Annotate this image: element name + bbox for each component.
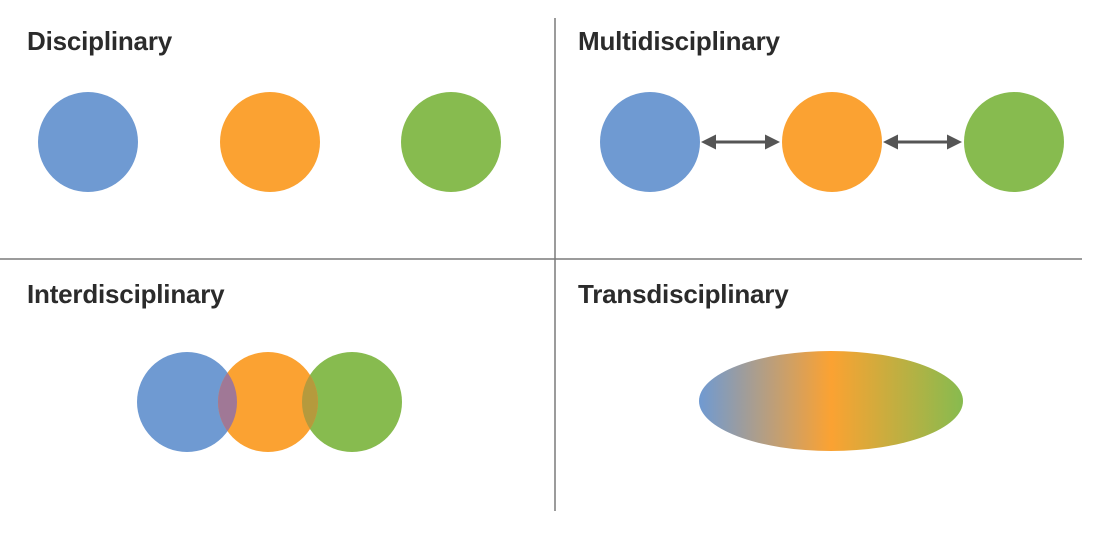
transdisciplinary-group <box>699 351 963 451</box>
inter-circle-blue <box>137 352 237 452</box>
interdisciplinary-group <box>137 352 402 452</box>
disc-circle-blue <box>38 92 138 192</box>
disc-circle-green <box>401 92 501 192</box>
disc-circle-orange <box>220 92 320 192</box>
title-disciplinary: Disciplinary <box>27 26 172 56</box>
title-interdisciplinary: Interdisciplinary <box>27 279 225 309</box>
inter-circle-green <box>302 352 402 452</box>
title-multidisciplinary: Multidisciplinary <box>578 26 780 56</box>
multidisciplinary-group <box>600 92 1064 192</box>
multi-circle-orange <box>782 92 882 192</box>
trans-gradient-ellipse <box>699 351 963 451</box>
inter-circle-orange <box>218 352 318 452</box>
multi-circle-green <box>964 92 1064 192</box>
disciplinary-group <box>38 92 501 192</box>
multi-circle-blue <box>600 92 700 192</box>
title-transdisciplinary: Transdisciplinary <box>578 279 789 309</box>
